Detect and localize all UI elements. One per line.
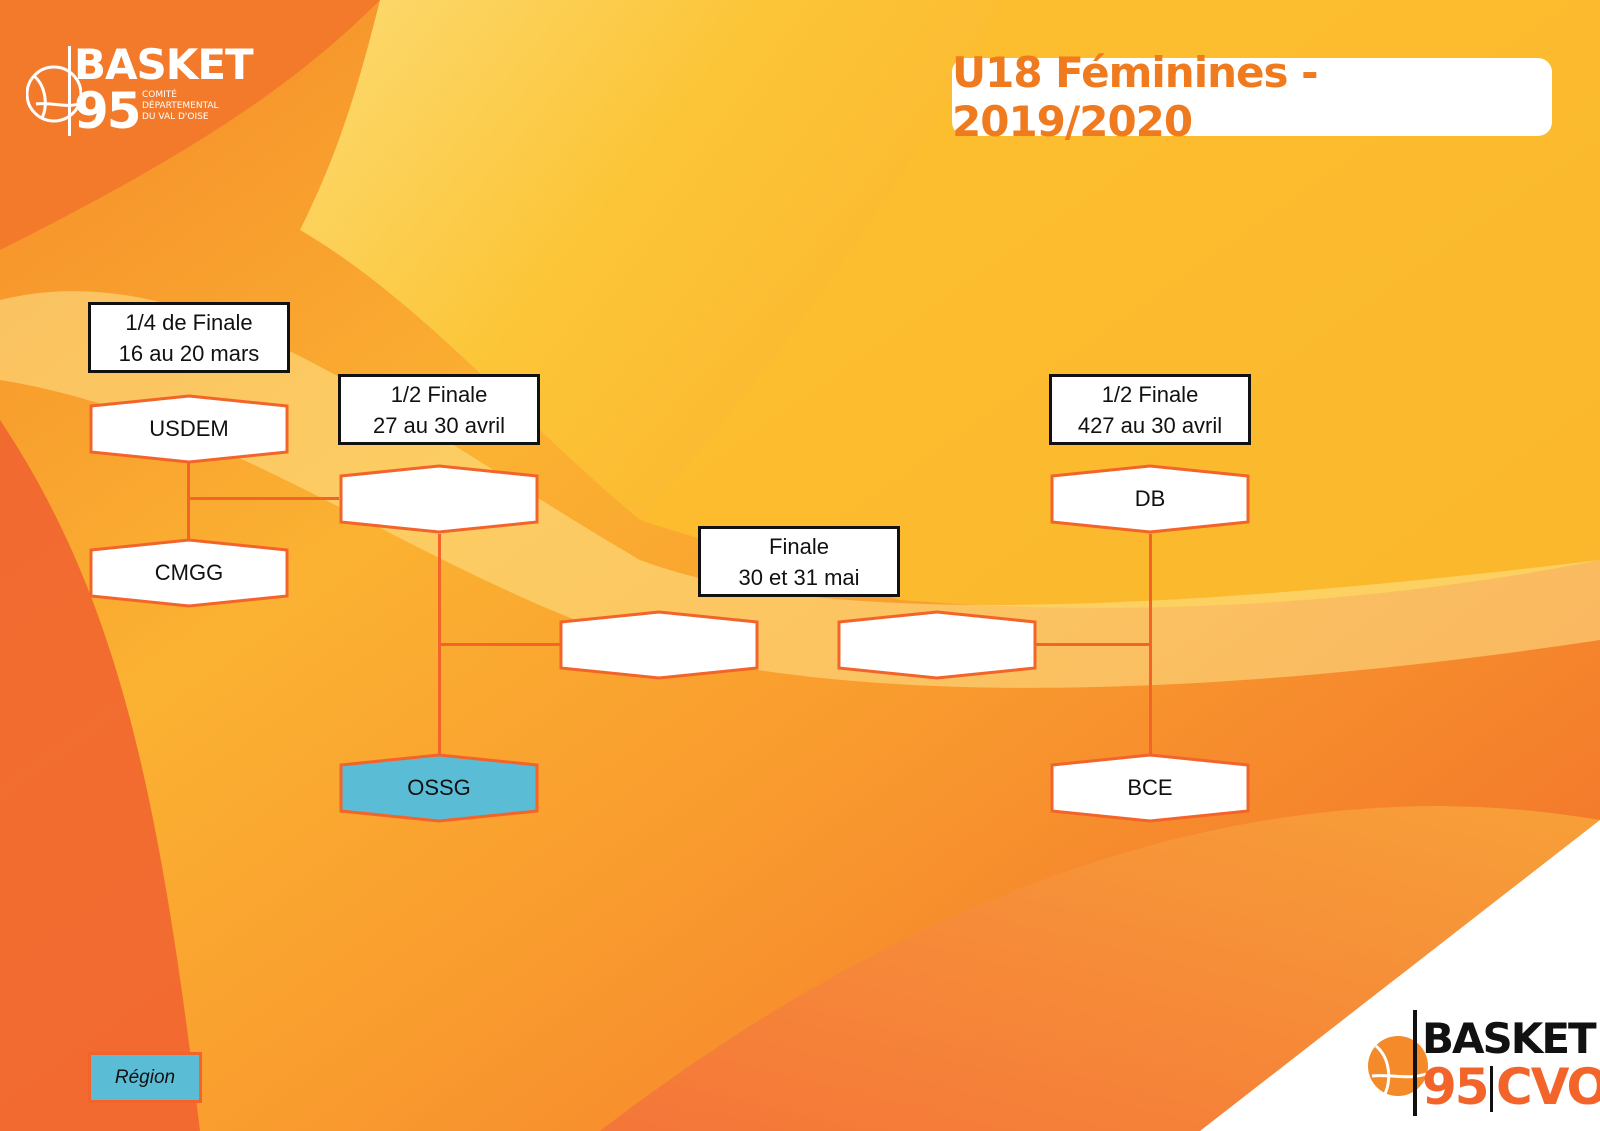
team-name-sf-right-a: DB [1134,486,1166,511]
basketball-icon [1368,1010,1428,1116]
team-name-q1-b: CMGG [154,560,224,585]
logo-bottom-brand: BASKET [1422,1014,1597,1063]
connector-sf-right-horizontal [1036,643,1151,646]
round-label-semi-right: 1/2 Finale 427 au 30 avril [1049,374,1251,445]
logo-bottom-divider [1490,1066,1493,1112]
round-label-final-dates: 30 et 31 mai [738,564,860,590]
round-label-final: Finale 30 et 31 mai [698,526,900,597]
legend-region-label: Région [114,1066,176,1088]
logo-bottom: BASKET 95 CVO [1366,1010,1600,1116]
round-label-semi-right-dates: 427 au 30 avril [1077,412,1223,438]
logo-top-sub-2: DÉPARTEMENTAL [142,101,219,111]
team-slot-sf-left-b: OSSG [339,753,539,823]
round-label-semi-left-name: 1/2 Finale [390,381,488,407]
team-name-q1-a: USDEM [149,416,229,441]
round-label-quarter-dates: 16 au 20 mars [118,340,260,366]
connector-sf-left-horizontal [438,643,560,646]
round-label-semi-right-name: 1/2 Finale [1101,381,1199,407]
team-slot-final-right [837,610,1037,680]
team-name-sf-right-b: BCE [1127,775,1173,800]
team-name-final-left [559,610,759,680]
team-slot-sf-right-b: BCE [1050,753,1250,823]
logo-top-brand: BASKET [74,40,254,89]
page-title: U18 Féminines - 2019/2020 [952,48,1319,146]
logo-bottom-suffix: CVO [1496,1058,1600,1116]
round-label-semi-left: 1/2 Finale 27 au 30 avril [338,374,540,445]
team-slot-sf-left-a [339,464,539,534]
round-label-semi-left-dates: 27 au 30 avril [372,412,506,438]
connector-q1-vertical [187,462,190,544]
legend-region: Région [88,1052,202,1103]
team-name-final-right [837,610,1037,680]
team-slot-final-left [559,610,759,680]
round-label-quarter: 1/4 de Finale 16 au 20 mars [88,302,290,373]
title-banner: U18 Féminines - 2019/2020 [952,48,1552,146]
logo-bottom-number: 95 [1422,1058,1490,1116]
team-slot-sf-right-a: DB [1050,464,1250,534]
logo-top: BASKET 95 COMITÉ DÉPARTEMENTAL DU VAL D'… [26,40,254,140]
connector-q1-horizontal [187,497,339,500]
team-name-sf-left-a [339,464,539,534]
logo-top-sub-1: COMITÉ [142,90,177,100]
logo-top-sub-3: DU VAL D'OISE [142,112,209,122]
basketball-icon [26,46,82,136]
logo-top-number: 95 [74,82,142,140]
team-slot-q1-a: USDEM [89,394,289,464]
round-label-quarter-name: 1/4 de Finale [125,309,253,335]
team-name-sf-left-b: OSSG [407,775,471,800]
round-label-final-name: Finale [769,533,829,559]
team-slot-q1-b: CMGG [89,538,289,608]
